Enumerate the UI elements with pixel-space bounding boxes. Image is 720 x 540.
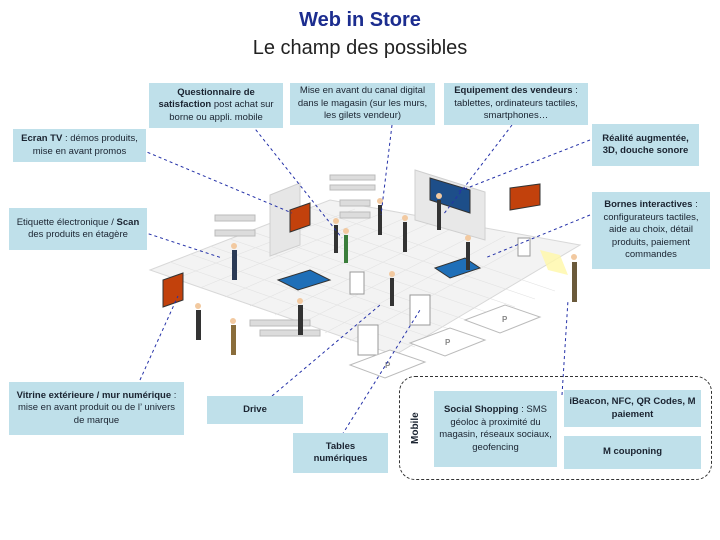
person-icon [196,310,201,340]
leader-line [561,299,569,396]
person-icon [403,222,407,252]
wall-left [269,182,301,257]
parking-label: P [445,338,451,347]
light-beam [540,250,568,275]
leader-line [456,139,591,193]
page-subtitle: Le champ des possibles [252,37,468,59]
canal-digital-box: Mise en avant du canal digital dans le m… [290,83,435,125]
drive-box: Drive [207,396,303,424]
kiosk-icon-2 [517,237,531,257]
person-icon [334,225,338,253]
kiosk-icon [349,271,365,295]
person-icon [466,242,470,270]
leader-line [341,309,421,436]
mobile-group-frame [399,376,712,480]
parking-label: P [385,361,391,370]
person-icon [437,200,441,230]
etiquette-box: Etiquette électronique / Scan des produi… [9,208,147,250]
person-icon [390,278,394,306]
ecran-tv-box: Ecran TV : démos produits, mise en avant… [13,129,146,162]
parking-label: P [502,315,508,324]
digital-table-icon [276,269,332,291]
questionnaire-box: Questionnaire de satisfaction post achat… [149,83,283,128]
m-couponing-box: M couponing [564,436,701,469]
person-icon [298,305,303,335]
parking-spot [348,349,427,379]
leader-line [139,295,179,381]
equipement-box: Equipement des vendeurs : tablettes, ord… [444,83,588,125]
leader-line [442,124,513,216]
person-icon [344,235,348,263]
leader-line [141,149,293,214]
page-title: Web in Store [299,9,421,31]
parking-spot [408,327,487,357]
ibeacon-box: iBeacon, NFC, QR Codes, M paiement [564,390,701,427]
leader-line [251,124,343,239]
mobile-label: Mobile [410,412,421,444]
realite-augmentee-box: Réalité augmentée, 3D, douche sonore [592,124,699,166]
person-icon [232,250,237,280]
ar-screen-icon [429,177,471,214]
parking-spot [463,304,542,334]
person-icon [378,205,382,235]
leader-line [142,231,223,259]
tv-screen-icon [289,202,311,233]
vitrine-screen-icon [162,272,184,308]
social-shopping-box: Social Shopping : SMS géoloc à proximité… [434,391,557,467]
leader-line [484,214,591,259]
bornes-box: Bornes interactives : configurateurs tac… [592,192,710,269]
vitrine-box: Vitrine extérieure / mur numérique : mis… [9,382,184,435]
person-icon [231,325,236,355]
tables-numeriques-box: Tables numériques [293,433,388,473]
person-icon [572,262,577,302]
promo-screen-icon [509,183,541,211]
drive-kiosk-icon [357,324,379,356]
